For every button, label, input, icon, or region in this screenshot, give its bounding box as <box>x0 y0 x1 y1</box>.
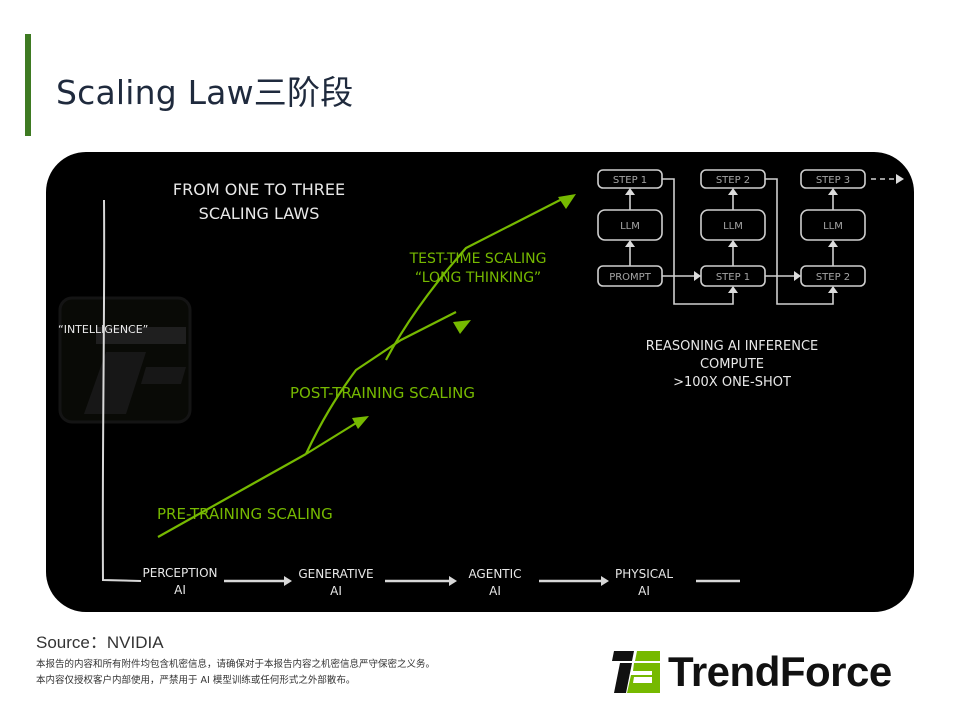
scaling-laws-figure: FROM ONE TO THREE SCALING LAWS “INTELLIG… <box>46 152 914 612</box>
stage-arrows <box>224 576 740 586</box>
stage-agentic-ai: AI <box>489 584 501 598</box>
axes <box>101 199 142 582</box>
figure-heading-line2: SCALING LAWS <box>199 204 320 223</box>
brand-logo: TrendForce <box>612 648 892 696</box>
disclaimer: 本报告的内容和所有附件均包含机密信息，请确保对于本报告内容之机密信息严守保密之义… <box>36 657 435 689</box>
pre-training-label: PRE-TRAINING SCALING <box>157 505 333 523</box>
disclaimer-line1: 本报告的内容和所有附件均包含机密信息，请确保对于本报告内容之机密信息严守保密之义… <box>36 659 436 670</box>
curve-arrowheads <box>352 194 576 429</box>
y-axis-label: “INTELLIGENCE” <box>58 323 148 336</box>
reasoning-flow-diagram <box>597 169 894 305</box>
source-text: Source：NVIDIA <box>36 633 164 652</box>
col1-output: STEP 1 <box>613 175 647 186</box>
col2-model: LLM <box>723 221 743 232</box>
scaling-curves <box>157 196 567 538</box>
stage-physical: PHYSICAL <box>615 567 673 581</box>
test-time-label-line2: “LONG THINKING” <box>415 270 541 286</box>
col3-model: LLM <box>823 221 843 232</box>
figure-heading-line1: FROM ONE TO THREE <box>173 180 345 199</box>
reasoning-caption-line3: >100X ONE-SHOT <box>673 375 791 390</box>
stage-physical-ai: AI <box>638 584 650 598</box>
stage-agentic: AGENTIC <box>468 567 521 581</box>
disclaimer-line2: 本内容仅授权客户内部使用，严禁用于 AI 模型训练或任何形式之外部散布。 <box>36 675 356 686</box>
col3-input: STEP 2 <box>816 272 850 283</box>
col1-input: PROMPT <box>609 272 652 283</box>
stage-perception-ai: AI <box>174 583 186 597</box>
reasoning-caption-line1: REASONING AI INFERENCE <box>646 339 819 354</box>
title-accent-bar <box>25 34 31 136</box>
reasoning-caption-line2: COMPUTE <box>700 357 764 372</box>
col1-model: LLM <box>620 221 640 232</box>
col2-output: STEP 2 <box>716 175 750 186</box>
reasoning-flow-labels: STEP 1 LLM PROMPT STEP 2 LLM STEP 1 STEP… <box>609 175 850 283</box>
reasoning-flow-arrowheads <box>625 174 904 293</box>
col2-input: STEP 1 <box>716 272 750 283</box>
page-title: Scaling Law三阶段 <box>56 73 354 112</box>
col3-output: STEP 3 <box>816 175 850 186</box>
post-training-label: POST-TRAINING SCALING <box>290 384 475 402</box>
stage-perception: PERCEPTION <box>142 566 217 580</box>
stage-generative-ai: AI <box>330 584 342 598</box>
x-axis-stages: PERCEPTION AI GENERATIVE AI AGENTIC AI P… <box>142 566 673 598</box>
watermark-logo-icon <box>58 296 192 424</box>
brand-name: TrendForce <box>668 648 892 695</box>
test-time-label-line1: TEST-TIME SCALING <box>409 251 547 267</box>
stage-generative: GENERATIVE <box>298 567 373 581</box>
trendforce-logo-icon <box>612 651 660 693</box>
